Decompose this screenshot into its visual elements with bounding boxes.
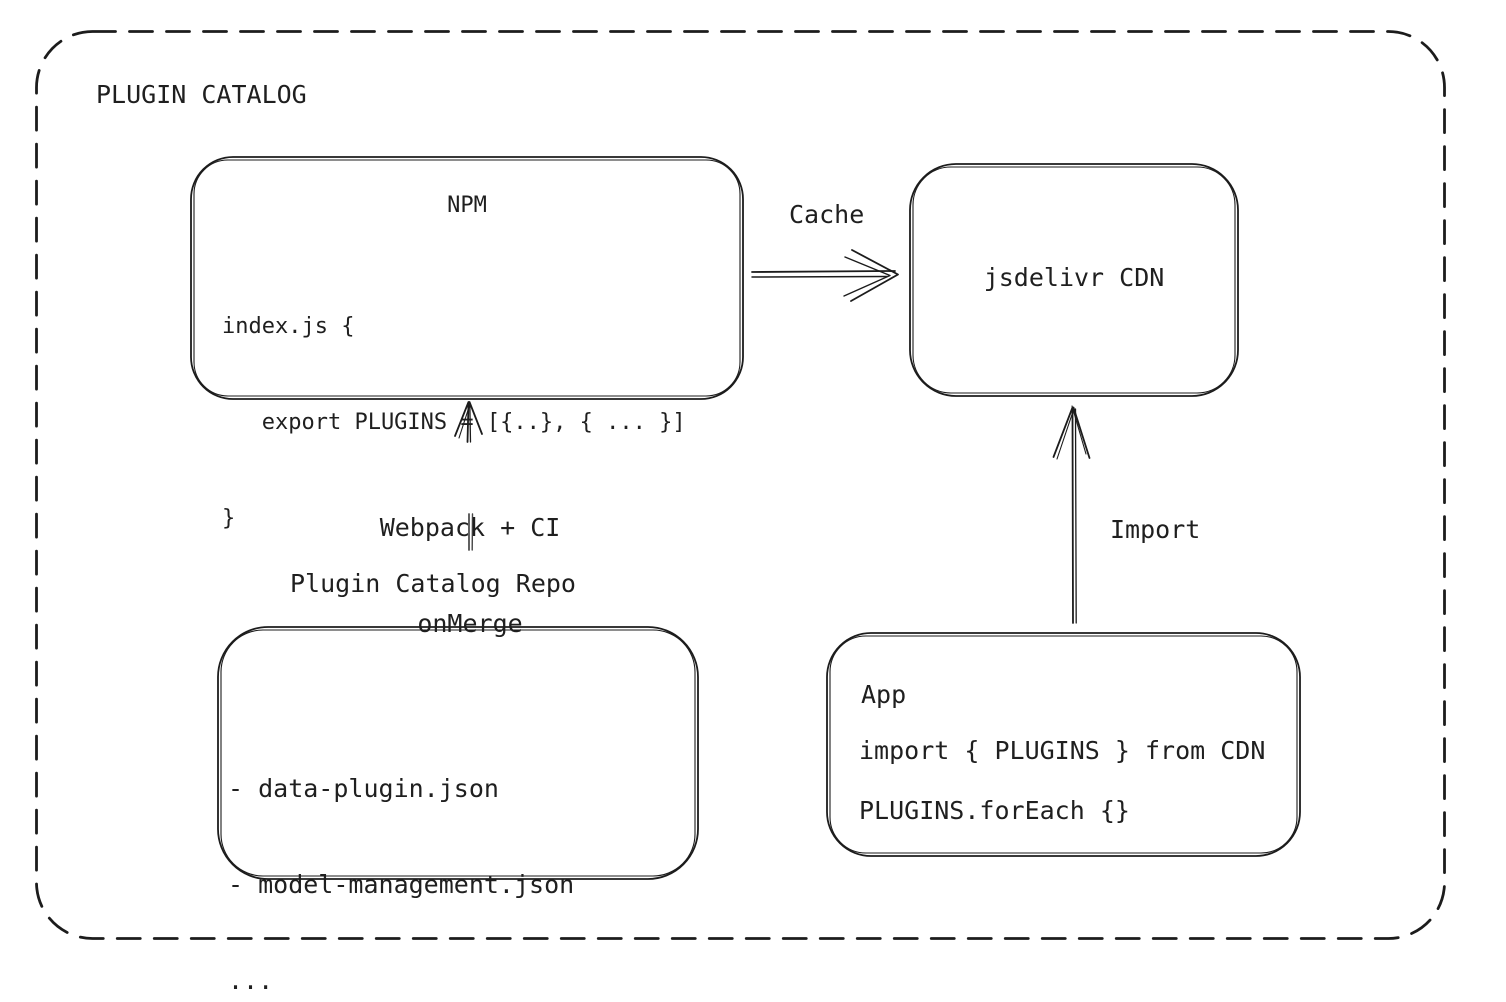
frame-label: PLUGIN CATALOG — [96, 80, 307, 109]
repo-box-sketch-overlay — [220, 629, 696, 877]
npm-code-block: index.js { export PLUGINS = [{..}, { ...… — [222, 247, 686, 599]
cdn-box — [909, 163, 1239, 397]
npm-box — [190, 156, 744, 400]
npm-code-line-2: export PLUGINS = [{..}, { ... }] — [222, 410, 686, 435]
plugin-catalog-frame-border — [35, 30, 1446, 940]
cdn-box-sketch-overlay — [912, 166, 1236, 394]
app-box-sketch-overlay — [829, 635, 1298, 854]
app-code-line-2: PLUGINS.forEach {} — [859, 796, 1130, 825]
build-arrow — [454, 401, 483, 551]
repo-box — [217, 626, 699, 880]
repo-ellipsis: ... — [228, 966, 274, 995]
npm-code-line-1: index.js { — [222, 314, 355, 339]
repo-file-list: - data-plugin.json - model-management.js… — [228, 709, 574, 1002]
repo-caption: Plugin Catalog Repo — [290, 569, 576, 598]
cdn-label: jsdelivr CDN — [983, 263, 1165, 292]
build-arrow-label-line-2: onMerge — [417, 609, 523, 638]
npm-box-sketch-overlay — [193, 159, 741, 397]
cache-arrow-label: Cache — [789, 200, 865, 229]
build-arrow-label: Webpack + CI onMerge — [320, 448, 620, 704]
repo-file-item: - data-plugin.json — [228, 774, 499, 803]
npm-code-line-3: } — [222, 506, 236, 531]
npm-title: NPM — [447, 193, 487, 218]
import-arrow-label: Import — [1110, 515, 1201, 544]
app-code-line-1: import { PLUGINS } from CDN — [859, 736, 1266, 765]
build-arrow-label-line-1: Webpack + CI — [379, 513, 561, 542]
repo-file-item: - model-management.json — [228, 870, 575, 899]
app-title: App — [861, 680, 907, 709]
cache-arrow — [751, 249, 899, 302]
app-box — [826, 632, 1301, 857]
import-arrow — [1052, 405, 1091, 624]
